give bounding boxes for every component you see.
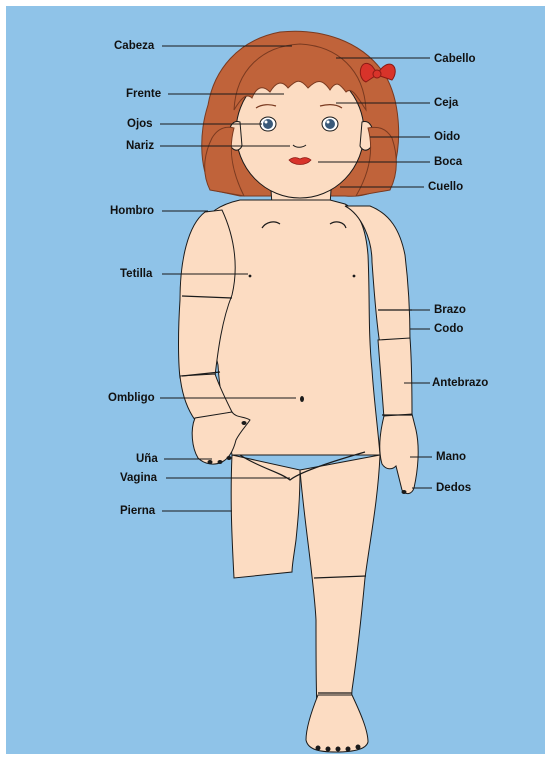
label-frente: Frente bbox=[126, 87, 161, 101]
label-ombligo: Ombligo bbox=[108, 391, 155, 405]
label-brazo: Brazo bbox=[434, 303, 466, 317]
label-nariz: Nariz bbox=[126, 139, 154, 153]
label-cuello: Cuello bbox=[428, 180, 463, 194]
label-cabeza: Cabeza bbox=[114, 39, 154, 53]
label-tetilla: Tetilla bbox=[120, 267, 152, 281]
label-dedos: Dedos bbox=[436, 481, 471, 495]
label-antebrazo: Antebrazo bbox=[432, 376, 488, 390]
foot bbox=[306, 695, 368, 752]
label-oido: Oido bbox=[434, 130, 460, 144]
label-hombro: Hombro bbox=[110, 204, 154, 218]
label-pierna: Pierna bbox=[120, 504, 155, 518]
label-mano: Mano bbox=[436, 450, 466, 464]
label-codo: Codo bbox=[434, 322, 463, 336]
label-ojos: Ojos bbox=[127, 117, 153, 131]
label-ceja: Ceja bbox=[434, 96, 458, 110]
label-boca: Boca bbox=[434, 155, 462, 169]
label-una: Uña bbox=[136, 452, 158, 466]
right-forearm bbox=[378, 338, 412, 418]
right-hand bbox=[380, 414, 418, 494]
label-vagina: Vagina bbox=[120, 471, 157, 485]
left-leg bbox=[231, 455, 300, 578]
right-leg bbox=[300, 455, 380, 730]
label-cabello: Cabello bbox=[434, 52, 476, 66]
